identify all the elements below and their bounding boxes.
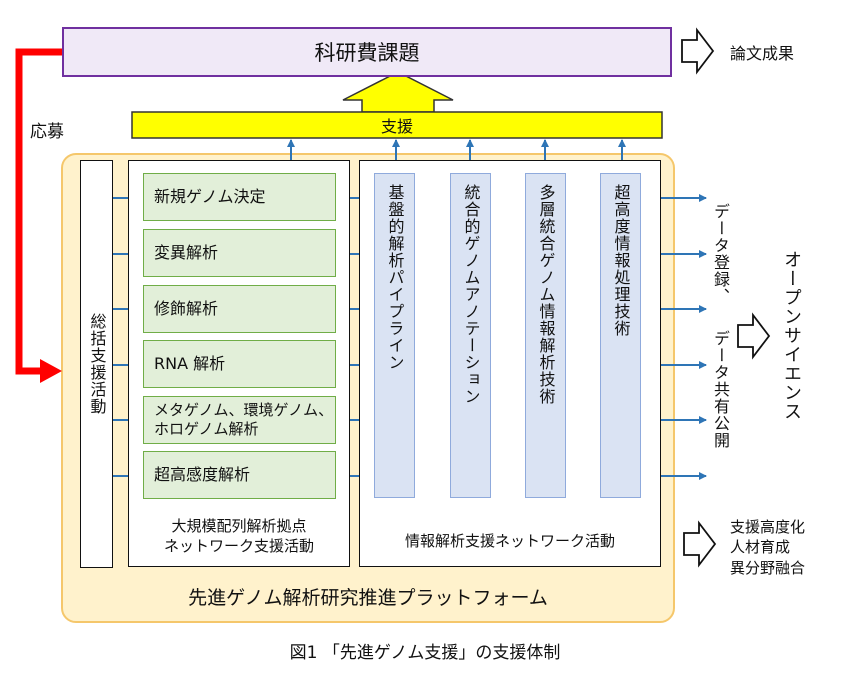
analysis-new-genome: 新規ゲノム決定 bbox=[143, 173, 336, 221]
figure-caption: 図1 「先進ゲノム支援」の支援体制 bbox=[289, 643, 561, 663]
support-bar bbox=[131, 111, 663, 139]
info-column-annotation: 統合的ゲノムアノテーション bbox=[450, 173, 491, 498]
data-sharing-label: データ共有公開 bbox=[711, 330, 730, 449]
open-science-hollow-arrow bbox=[737, 312, 771, 360]
analysis-ultra-sensitive: 超高感度解析 bbox=[143, 451, 336, 499]
support-up-arrow bbox=[342, 71, 454, 113]
apply-label: 応募 bbox=[30, 122, 64, 142]
support-label: 支援 bbox=[380, 117, 413, 136]
info-column-multilayer: 多層統合ゲノム情報解析技術 bbox=[525, 173, 566, 498]
general-support-box: 総括支援活動 bbox=[80, 160, 113, 568]
analysis-variation: 変異解析 bbox=[143, 229, 336, 277]
data-registration-label: データ登録、 bbox=[711, 203, 730, 305]
output-hollow-arrow bbox=[681, 27, 715, 75]
info-column-pipeline: 基盤的解析パイプライン bbox=[374, 173, 415, 498]
left-group-caption: 大規模配列解析拠点 ネットワーク支援活動 bbox=[163, 517, 314, 556]
research-project-box: 科研費課題 bbox=[62, 27, 672, 77]
research-project-title: 科研費課題 bbox=[314, 41, 420, 65]
advancement-hollow-arrow bbox=[683, 520, 717, 568]
info-column-hpc: 超高度情報処理技術 bbox=[600, 173, 641, 498]
open-science-label: オープンサイエンス bbox=[781, 250, 802, 421]
platform-name: 先進ゲノム解析研究推進プラットフォーム bbox=[188, 586, 548, 609]
general-support-label: 総括支援活動 bbox=[87, 313, 107, 415]
analysis-metagenome: メタゲノム、環境ゲノム、 ホロゲノム解析 bbox=[143, 396, 336, 444]
analysis-rna: RNA 解析 bbox=[143, 340, 336, 388]
apply-red-arrow bbox=[15, 48, 62, 375]
analysis-modification: 修飾解析 bbox=[143, 285, 336, 333]
advancement-list: 支援高度化 人材育成 異分野融合 bbox=[730, 518, 806, 577]
right-group-caption: 情報解析支援ネットワーク活動 bbox=[404, 532, 615, 550]
output-label: 論文成果 bbox=[730, 44, 795, 63]
